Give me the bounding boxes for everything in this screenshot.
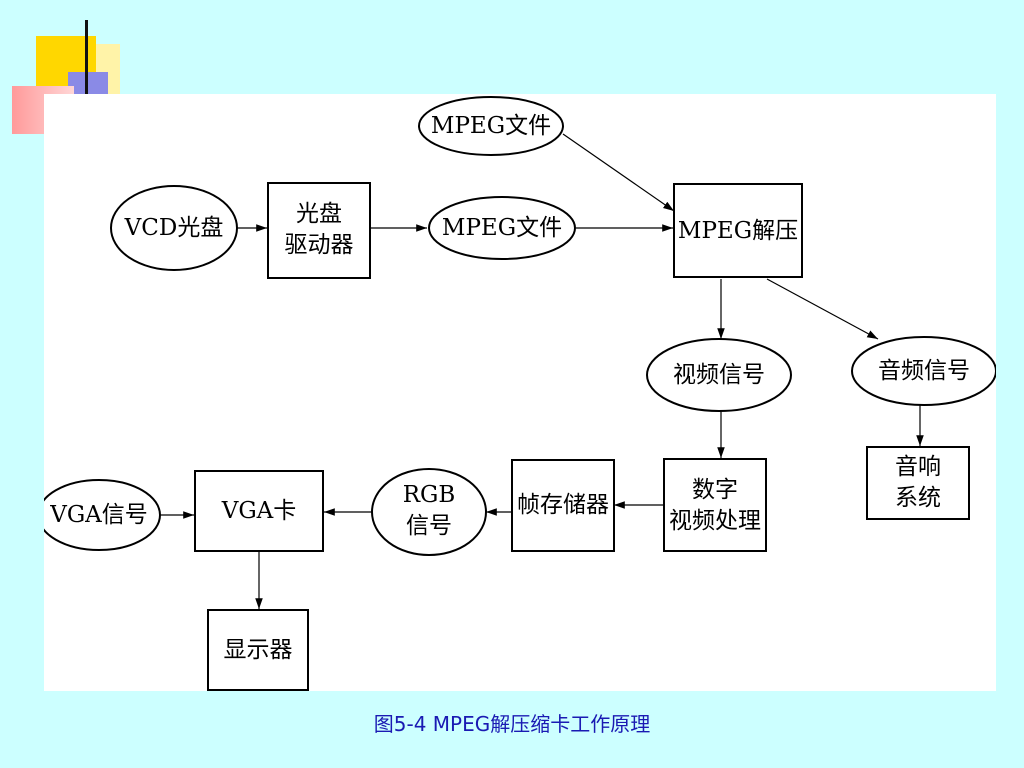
node-vga-signal: VGA信号: [44, 479, 161, 551]
node-vcd-disc-label: VCD光盘: [124, 215, 224, 241]
node-disc-drive-label-2: 驱动器: [285, 232, 354, 258]
node-audio-system-label-2: 系统: [895, 485, 941, 511]
node-video-signal: 视频信号: [646, 338, 792, 412]
node-mpeg-file-top: MPEG文件: [418, 96, 564, 156]
node-mpeg-file-mid-label: MPEG文件: [442, 215, 562, 241]
node-disc-drive: 光盘 驱动器: [267, 182, 371, 279]
node-rgb-signal-label-1: RGB: [403, 482, 456, 508]
figure-caption: 图5-4 MPEG解压缩卡工作原理: [373, 712, 651, 736]
edge-mpegtop-to-decompress: [562, 133, 675, 212]
node-audio-system: 音响 系统: [866, 446, 970, 520]
node-video-signal-label: 视频信号: [673, 362, 765, 388]
node-disc-drive-label-1: 光盘: [296, 201, 342, 227]
node-display: 显示器: [207, 609, 309, 691]
node-mpeg-file-mid: MPEG文件: [428, 196, 576, 260]
node-mpeg-file-top-label: MPEG文件: [431, 113, 551, 139]
node-rgb-signal-label-2: 信号: [406, 513, 452, 539]
node-mpeg-decompress: MPEG解压: [673, 183, 803, 278]
node-mpeg-decompress-label: MPEG解压: [678, 218, 798, 244]
node-vga-signal-label: VGA信号: [49, 502, 148, 528]
node-vga-card-label: VGA卡: [221, 498, 297, 524]
diagram-panel: MPEG文件 VCD光盘 光盘 驱动器 MPEG文件 MPEG解压 视频信号 音…: [44, 94, 996, 691]
node-vga-card: VGA卡: [194, 470, 324, 552]
node-audio-signal: 音频信号: [851, 336, 996, 406]
flow-diagram: MPEG文件 VCD光盘 光盘 驱动器 MPEG文件 MPEG解压 视频信号 音…: [44, 96, 996, 691]
node-digital-video-processing: 数字 视频处理: [663, 458, 767, 552]
decor-vertical-line: [85, 20, 88, 112]
edge-decompress-to-audio: [766, 278, 879, 340]
node-digital-video-label-2: 视频处理: [669, 508, 761, 534]
node-rgb-signal: RGB 信号: [371, 468, 487, 556]
node-display-label: 显示器: [224, 637, 293, 663]
node-frame-memory-label: 帧存储器: [517, 492, 609, 518]
node-vcd-disc: VCD光盘: [110, 185, 238, 271]
node-audio-signal-label: 音频信号: [878, 358, 970, 384]
node-audio-system-label-1: 音响: [895, 454, 941, 480]
node-digital-video-label-1: 数字: [692, 477, 738, 503]
node-frame-memory: 帧存储器: [511, 459, 615, 552]
